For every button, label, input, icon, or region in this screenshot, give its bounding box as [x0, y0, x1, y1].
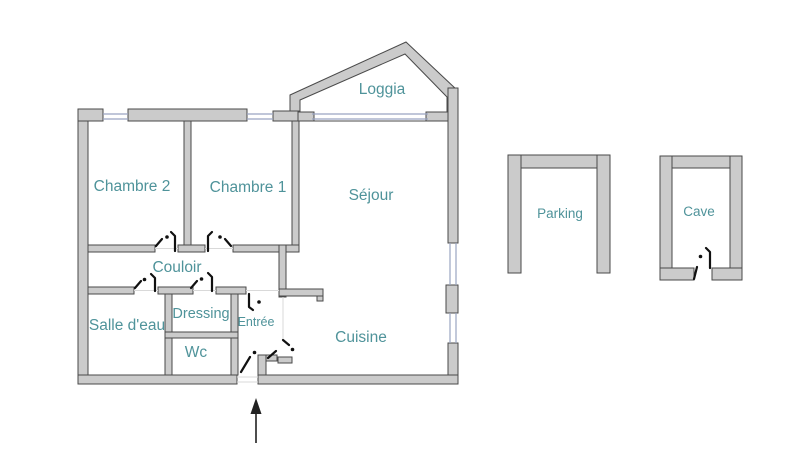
- wall-top-b: [127, 108, 248, 122]
- room-label-salle-eau: Salle d'eau: [89, 317, 165, 334]
- room-label-dressing: Dressing: [172, 306, 229, 322]
- parking-wall-top: [507, 154, 611, 169]
- wall-loggia-cap-left: [297, 111, 315, 122]
- windows: [103, 113, 457, 343]
- parking-walls: [507, 154, 611, 274]
- cave-wall-bottom-b: [711, 267, 743, 281]
- wall-chambre1-sejour: [291, 120, 300, 248]
- room-labels: Chambre 2 Chambre 1 Séjour Loggia Couloi…: [89, 81, 715, 361]
- loggia-floor: [299, 53, 448, 122]
- door-front: [239, 349, 278, 374]
- cave-wall-bottom-a: [659, 267, 695, 281]
- window-cuisine-right: [449, 313, 457, 343]
- wall-bottom-left: [77, 374, 238, 385]
- wall-cuisine-stub: [278, 288, 324, 297]
- window-sejour-right: [449, 243, 457, 285]
- annex-label-parking: Parking: [537, 206, 583, 221]
- door-chambre1: [206, 230, 233, 253]
- room-label-chambre1: Chambre 1: [210, 179, 287, 196]
- door-marks: [133, 230, 712, 374]
- window-loggia-bay: [312, 113, 428, 120]
- wall-couloir-top-c: [232, 244, 300, 253]
- door-chambre2: [154, 230, 177, 253]
- apartment-walls: [77, 87, 459, 385]
- wall-couloir-bottom-a: [87, 286, 135, 295]
- window-chambre2: [103, 113, 128, 120]
- wall-loggia-cap-right: [425, 111, 449, 122]
- room-label-sejour: Séjour: [349, 187, 394, 204]
- door-cave: [692, 246, 712, 281]
- wall-frontdoor-stub-v: [257, 354, 267, 376]
- wall-right-upper: [447, 87, 459, 244]
- parking-wall-left: [507, 154, 522, 274]
- wall-couloir-top-a: [87, 244, 156, 253]
- cave-walls: [659, 155, 743, 281]
- wall-couloir-bottom-b: [157, 286, 194, 295]
- wall-left: [77, 108, 89, 385]
- wall-couloir-top-b: [177, 244, 206, 253]
- window-chambre1: [247, 113, 273, 120]
- wall-chambre-divider: [183, 120, 192, 248]
- room-label-loggia: Loggia: [359, 81, 406, 98]
- wall-couloir-bottom-c: [215, 286, 247, 295]
- wall-cuisine-jamb: [277, 356, 293, 364]
- parking-wall-right: [596, 154, 611, 274]
- room-label-entree: Entrée: [238, 315, 275, 329]
- annex-label-cave: Cave: [683, 204, 715, 219]
- room-label-couloir: Couloir: [152, 259, 201, 276]
- room-label-chambre2: Chambre 2: [94, 178, 171, 195]
- door-hinge-dots: [142, 235, 703, 355]
- wall-right-mid: [445, 284, 459, 314]
- room-label-wc: Wc: [185, 344, 208, 361]
- wall-top-a: [77, 108, 104, 122]
- wall-dressing-wc: [164, 331, 239, 339]
- door-salledeau: [133, 272, 157, 293]
- entrance-arrow-icon: [250, 398, 262, 443]
- door-entree: [247, 292, 255, 312]
- wall-top-c: [272, 110, 301, 122]
- cave-wall-right: [729, 155, 743, 281]
- cave-wall-left: [659, 155, 673, 281]
- wall-bottom-right: [257, 374, 459, 385]
- door-dressing: [189, 271, 214, 293]
- walls-root: [77, 41, 743, 385]
- wall-cuisine-stub-nub: [316, 295, 324, 302]
- room-label-cuisine: Cuisine: [335, 329, 387, 346]
- door-cuisine: [281, 338, 291, 347]
